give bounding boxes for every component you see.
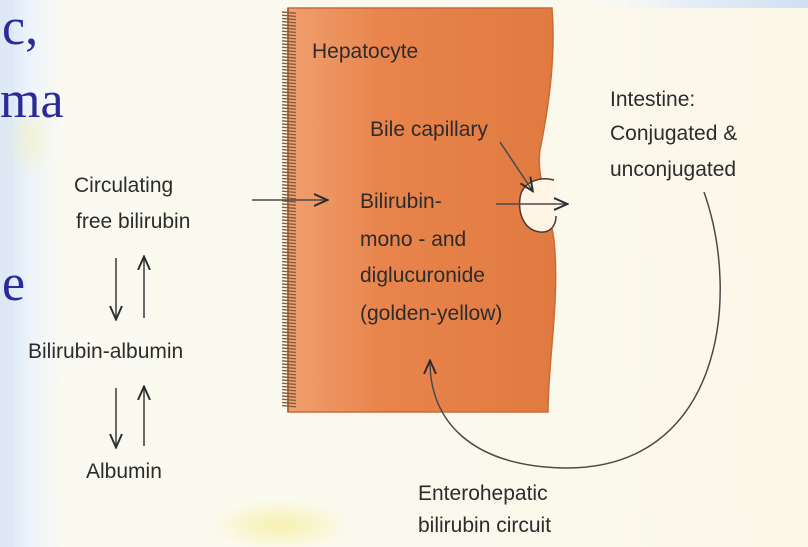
bilirubin-albumin-label: Bilirubin-albumin	[28, 340, 183, 363]
enterohepatic-label-line-1: Enterohepatic	[418, 482, 548, 505]
conjugate-label-line-4: (golden-yellow)	[360, 302, 502, 325]
conjugate-label-line-3: diglucuronide	[360, 264, 485, 287]
intestine-label-line-2: Conjugated &	[610, 122, 737, 145]
conjugate-label-line-1: Bilirubin-	[360, 190, 442, 213]
intestine-label-line-3: unconjugated	[610, 158, 736, 181]
bile-capillary-shape	[520, 179, 556, 232]
circulating-label-line-1: Circulating	[74, 174, 173, 197]
bile-capillary-label: Bile capillary	[370, 118, 488, 141]
enterohepatic-label-line-2: bilirubin circuit	[418, 514, 551, 537]
intestine-label-line-1: Intestine:	[610, 88, 695, 111]
circulating-label-line-2: free bilirubin	[76, 210, 190, 233]
conjugate-label-line-2: mono - and	[360, 228, 466, 251]
hepatocyte-label: Hepatocyte	[312, 40, 418, 63]
albumin-label: Albumin	[86, 460, 162, 483]
